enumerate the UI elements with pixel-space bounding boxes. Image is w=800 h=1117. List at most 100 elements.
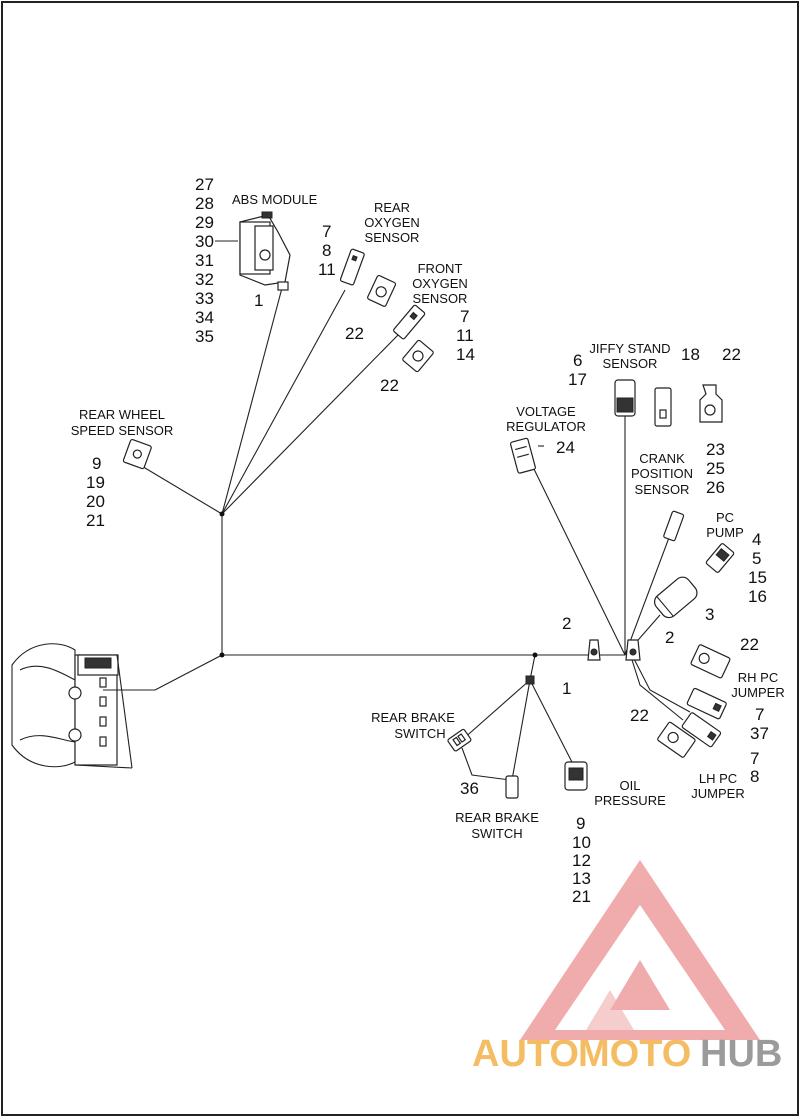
label-pc-pump-1: PC — [716, 510, 734, 525]
callout-numbers: 27 28 29 30 31 32 33 34 35 1 7 8 11 22 7… — [86, 175, 769, 906]
callout-rh-7: 7 — [755, 705, 764, 724]
callout-abs-31: 31 — [195, 251, 214, 270]
callout-abs-29: 29 — [195, 213, 214, 232]
callout-abs-28: 28 — [195, 194, 214, 213]
callout-abs-1: 1 — [254, 291, 263, 310]
label-rear-oxygen-3: SENSOR — [365, 230, 420, 245]
label-abs-module: ABS MODULE — [232, 192, 318, 207]
rh-pc-jumper-clip — [690, 644, 731, 679]
callout-vreg-24: 24 — [556, 438, 575, 457]
callout-rear-o2-7: 7 — [322, 222, 331, 241]
callout-clip-2-right: 2 — [665, 628, 674, 647]
label-brake-upper-2: SWITCH — [394, 726, 445, 741]
rh-pc-jumper-connector — [686, 687, 727, 720]
label-voltage-1: VOLTAGE — [516, 404, 576, 419]
label-front-oxygen-1: FRONT — [418, 261, 463, 276]
callout-rws-20: 20 — [86, 492, 105, 511]
label-crank-2: POSITION — [631, 466, 693, 481]
callout-jiffy-22: 22 — [722, 345, 741, 364]
component-labels: ABS MODULE REAR OXYGEN SENSOR FRONT OXYG… — [71, 192, 785, 841]
jiffy-stand-plug — [654, 387, 672, 427]
label-rear-oxygen-2: OXYGEN — [364, 215, 420, 230]
callout-lh-7: 7 — [750, 749, 759, 768]
label-crank-1: CRANK — [639, 451, 685, 466]
callout-rws-21: 21 — [86, 511, 105, 530]
label-front-oxygen-3: SENSOR — [413, 291, 468, 306]
crank-position-connector — [663, 510, 685, 542]
callout-rws-9: 9 — [92, 454, 101, 473]
jiffy-stand-connector — [614, 379, 636, 417]
label-jiffy-2: SENSOR — [603, 356, 658, 371]
rear-wheel-speed-connector — [122, 438, 152, 470]
callout-rws-19: 19 — [86, 473, 105, 492]
callout-pcpump-15: 15 — [748, 568, 767, 587]
lh-pc-jumper-connector — [681, 712, 722, 748]
callout-crank-23: 23 — [706, 440, 725, 459]
callout-lh-8: 8 — [750, 767, 759, 786]
frame-bracket — [11, 643, 155, 769]
callout-rh-22: 22 — [740, 635, 759, 654]
callout-junction-1: 1 — [562, 679, 571, 698]
label-rear-wheel-2: SPEED SENSOR — [71, 423, 174, 438]
watermark-logo — [520, 860, 760, 1040]
callout-abs-34: 34 — [195, 308, 214, 327]
callout-crank-25: 25 — [706, 459, 725, 478]
label-oil-1: OIL — [620, 778, 641, 793]
label-lh-pc-1: LH PC — [699, 771, 737, 786]
callout-oil-21: 21 — [572, 887, 591, 906]
abs-module — [239, 211, 291, 291]
callout-oil-10: 10 — [572, 833, 591, 852]
callout-pcpump-5: 5 — [752, 549, 761, 568]
watermark-moto: MOTO — [578, 1033, 691, 1075]
callout-lh-22: 22 — [630, 706, 649, 725]
label-voltage-2: REGULATOR — [506, 419, 586, 434]
label-rear-wheel-1: REAR WHEEL — [79, 407, 165, 422]
harness-clip-right — [625, 639, 641, 661]
label-lh-pc-2: JUMPER — [691, 786, 744, 801]
callout-oil-9: 9 — [576, 814, 585, 833]
callout-rh-37: 37 — [750, 724, 769, 743]
rear-brake-switch-lower-connector — [505, 775, 519, 799]
label-jiffy-1: JIFFY STAND — [589, 341, 670, 356]
callout-abs-33: 33 — [195, 289, 214, 308]
label-brake-lower-2: SWITCH — [471, 826, 522, 841]
watermark-text: AUTO MOTO HUB — [472, 1033, 782, 1075]
label-brake-lower-1: REAR BRAKE — [455, 810, 539, 825]
callout-clip-2-left: 2 — [562, 614, 571, 633]
lh-pc-jumper-clip — [657, 721, 696, 758]
harness-wires — [139, 240, 691, 781]
callout-pcpump-4: 4 — [752, 530, 761, 549]
rear-brake-switch-upper-connector — [447, 728, 472, 752]
junction-clip — [525, 675, 535, 685]
label-front-oxygen-2: OXYGEN — [412, 276, 468, 291]
callout-jiffy-6: 6 — [573, 351, 582, 370]
voltage-regulator-connector — [509, 437, 536, 474]
label-crank-3: SENSOR — [635, 482, 690, 497]
callout-front-o2-22: 22 — [380, 376, 399, 395]
callout-abs-30: 30 — [195, 232, 214, 251]
label-rear-oxygen-1: REAR — [374, 200, 410, 215]
front-oxygen-connector — [393, 304, 426, 340]
junction-dots — [219, 511, 538, 658]
jiffy-stand-clip — [699, 384, 723, 423]
watermark-hub: HUB — [700, 1033, 782, 1075]
label-oil-2: PRESSURE — [594, 793, 666, 808]
callout-front-o2-11: 11 — [456, 326, 474, 345]
callout-jiffy-18: 18 — [681, 345, 700, 364]
pc-pump-body — [653, 576, 698, 619]
label-brake-upper-1: REAR BRAKE — [371, 710, 455, 725]
callout-front-o2-14: 14 — [456, 345, 475, 364]
callout-abs-27: 27 — [195, 175, 214, 194]
front-oxygen-clip — [402, 339, 434, 373]
watermark-auto: AUTO — [472, 1033, 579, 1075]
callout-rear-o2-11: 11 — [318, 260, 336, 279]
rear-oxygen-clip — [367, 274, 397, 307]
callout-oil-12: 12 — [572, 851, 591, 870]
oil-pressure-connector — [564, 761, 588, 791]
callout-pc-3: 3 — [705, 605, 714, 624]
pc-pump-connector — [705, 543, 735, 573]
callout-rear-o2-22: 22 — [345, 324, 364, 343]
callout-oil-13: 13 — [572, 869, 591, 888]
